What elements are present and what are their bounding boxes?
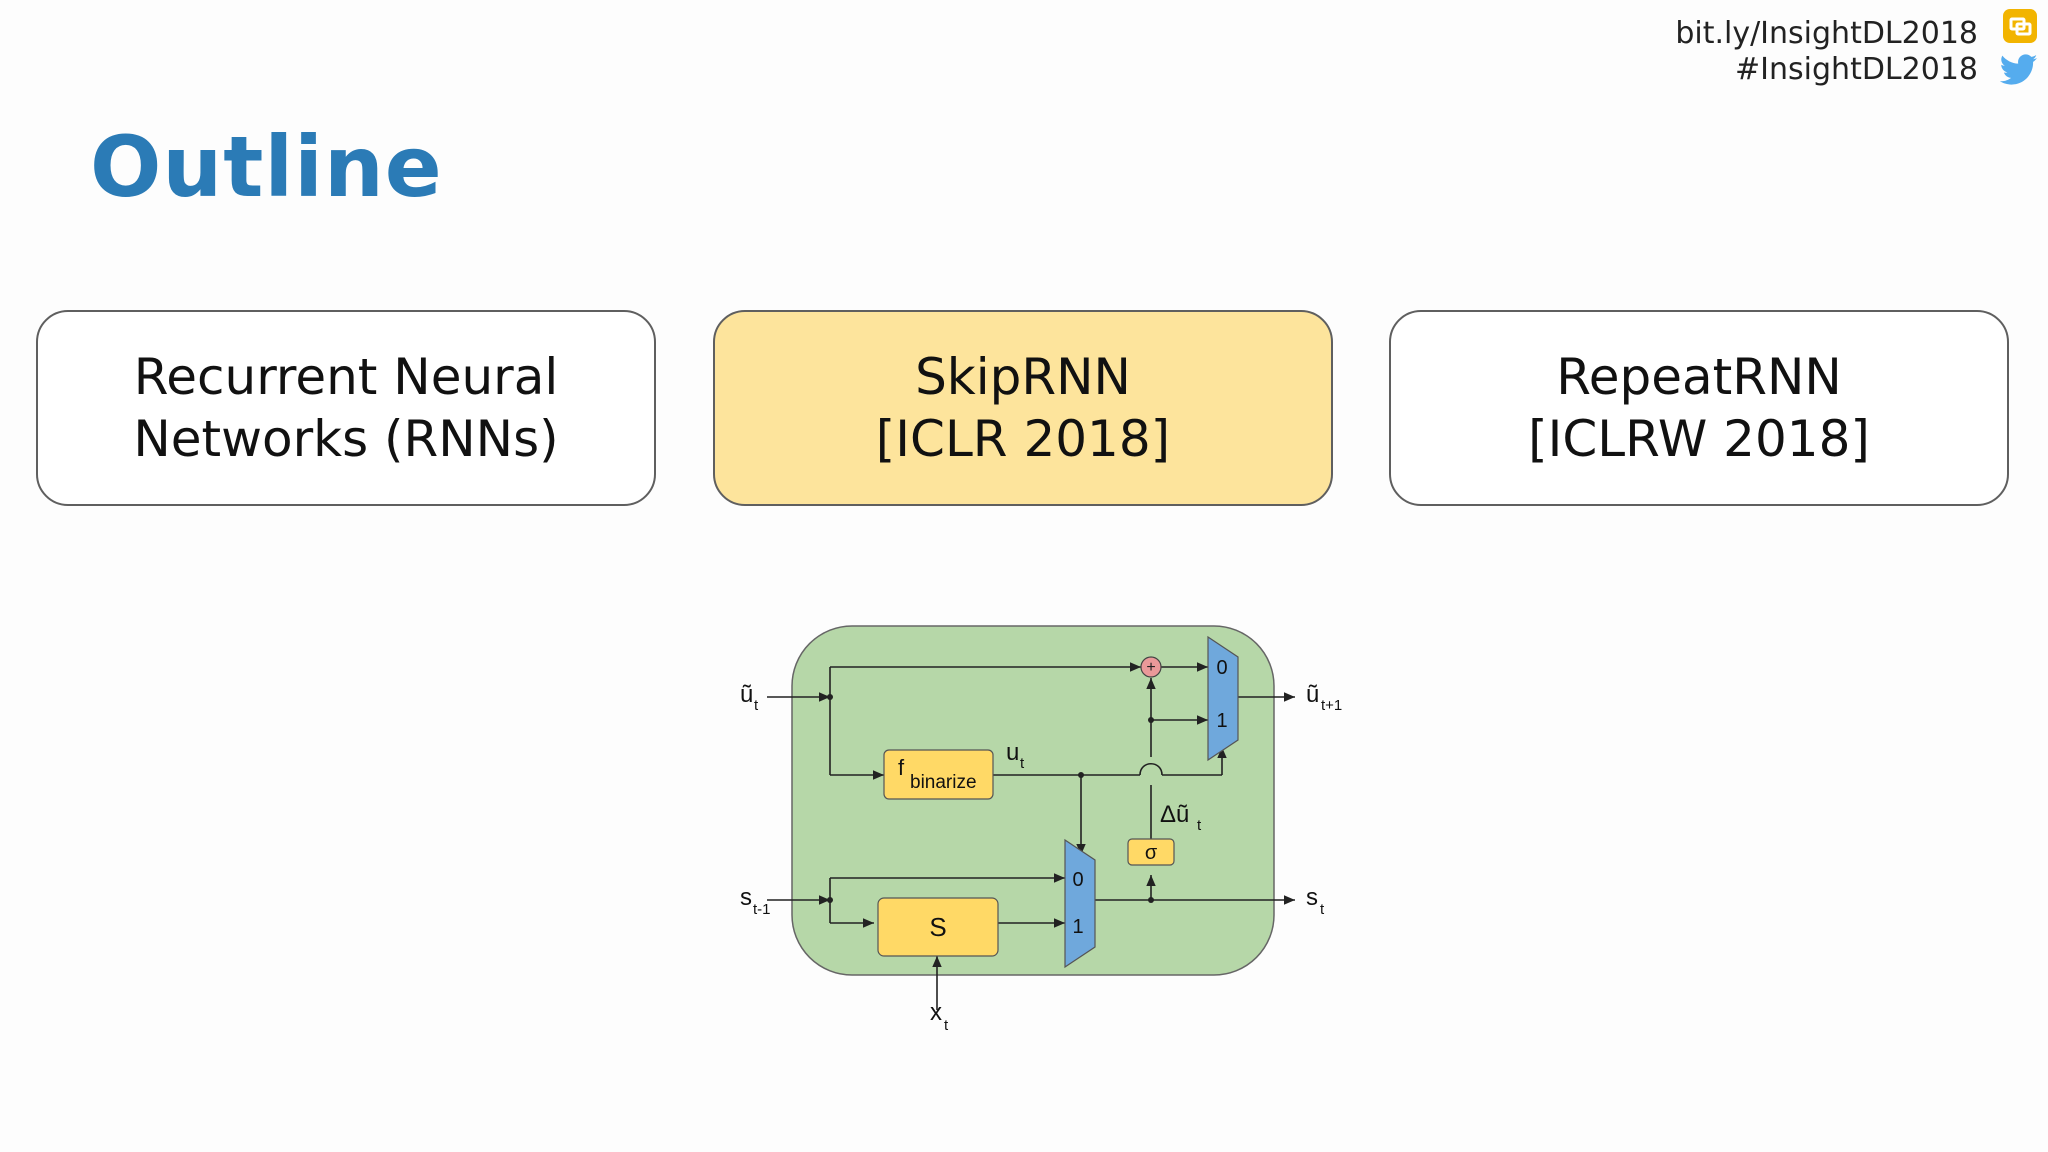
svg-text:1: 1 (1216, 710, 1227, 732)
svg-text:+: + (1146, 659, 1155, 676)
svg-text:0: 0 (1216, 657, 1227, 679)
svg-text:t: t (1197, 817, 1202, 834)
header-links: bit.ly/InsightDL2018 #InsightDL2018 (1675, 16, 1978, 88)
svg-text:t: t (1320, 901, 1325, 918)
box-line1: RepeatRNN (1556, 348, 1842, 406)
outline-box-repeatrnn: RepeatRNN [ICLRW 2018] (1389, 310, 2009, 506)
box-line2: [ICLRW 2018] (1528, 410, 1870, 468)
box-line1: SkipRNN (915, 348, 1131, 406)
svg-text:0: 0 (1072, 869, 1083, 891)
label-x: x (930, 999, 942, 1026)
label-u: u (1006, 739, 1019, 766)
label-u-in: ũ (740, 681, 753, 708)
svg-text:σ: σ (1145, 842, 1158, 864)
label-u-out: ũ (1306, 681, 1319, 708)
google-slides-icon (2003, 9, 2037, 43)
svg-text:1: 1 (1072, 916, 1083, 938)
slide-title: Outline (90, 118, 443, 216)
short-link[interactable]: bit.ly/InsightDL2018 (1675, 16, 1978, 51)
svg-text:S: S (929, 912, 946, 942)
label-s-in: s (740, 884, 752, 911)
box-line2: [ICLR 2018] (875, 410, 1171, 468)
state-block: S (877, 897, 999, 957)
adder-node: + (1140, 656, 1162, 678)
hashtag: #InsightDL2018 (1735, 52, 1978, 87)
f-binarize-block: f binarize (883, 749, 994, 800)
svg-text:t: t (944, 1017, 949, 1034)
svg-text:t: t (754, 697, 759, 714)
twitter-icon (2000, 54, 2038, 85)
box-line1: Recurrent Neural (133, 348, 559, 406)
bottom-multiplexer: 0 1 (1064, 838, 1096, 969)
box-line2: Networks (RNNs) (133, 410, 559, 468)
label-delta-u: Δũ (1160, 801, 1189, 828)
svg-text:binarize: binarize (910, 772, 977, 793)
label-s-out: s (1306, 884, 1318, 911)
svg-text:t+1: t+1 (1321, 697, 1342, 714)
outline-box-rnns: Recurrent Neural Networks (RNNs) (36, 310, 656, 506)
top-multiplexer: 0 1 (1207, 635, 1239, 762)
sigma-block: σ (1127, 838, 1175, 866)
svg-text:f: f (898, 755, 905, 780)
cell-background (791, 625, 1275, 976)
skiprnn-cell-diagram: + 0 1 0 1 f binarize σ S ũ t ũ t+1 s t-1… (740, 625, 1342, 1034)
outline-box-skiprnn: SkipRNN [ICLR 2018] (713, 310, 1333, 506)
svg-text:t-1: t-1 (753, 901, 771, 918)
svg-text:t: t (1020, 755, 1025, 772)
